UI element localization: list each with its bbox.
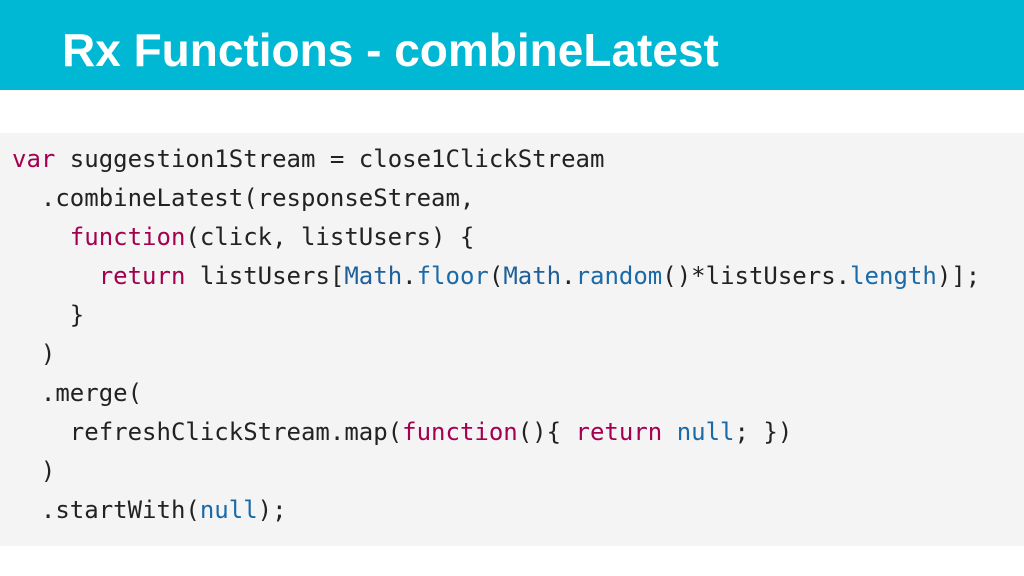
indent [12, 262, 99, 290]
code-text: suggestion1Stream = close1ClickStream [55, 145, 605, 173]
code-line-3: function(click, listUsers) { [12, 218, 475, 256]
keyword-return: return [575, 418, 663, 446]
code-text: .combineLatest(responseStream, [40, 184, 475, 212]
code-line-9: ) [12, 452, 55, 490]
keyword-null: null [199, 496, 258, 524]
code-line-4: return listUsers[Math.floor(Math.random(… [12, 257, 980, 295]
indent [12, 301, 70, 329]
indent [12, 457, 41, 485]
code-line-6: ) [12, 335, 55, 373]
indent [12, 184, 41, 212]
code-line-8: refreshClickStream.map(function(){ retur… [12, 413, 792, 451]
indent [12, 379, 41, 407]
builtin-length: length [850, 262, 937, 290]
code-text: ) [40, 340, 56, 368]
code-text: (click, listUsers) { [185, 223, 475, 251]
builtin-floor: floor [416, 262, 489, 290]
slide-title: Rx Functions - combineLatest [62, 24, 719, 76]
indent [12, 418, 70, 446]
keyword-function: function [69, 223, 186, 251]
code-text [662, 418, 676, 446]
builtin-math: Math [344, 262, 403, 290]
code-block: var suggestion1Stream = close1ClickStrea… [0, 133, 1024, 546]
code-text: . [402, 262, 417, 290]
code-line-1: var suggestion1Stream = close1ClickStrea… [12, 140, 604, 178]
builtin-math: Math [503, 262, 562, 290]
indent [12, 223, 70, 251]
code-text: .startWith( [40, 496, 200, 524]
code-text: .merge( [40, 379, 143, 407]
code-text: ); [257, 496, 287, 524]
keyword-var: var [12, 145, 56, 173]
keyword-function: function [402, 418, 518, 446]
code-text: (){ [517, 418, 576, 446]
keyword-null: null [676, 418, 735, 446]
code-text: ( [488, 262, 504, 290]
keyword-return: return [98, 262, 186, 290]
title-bar: Rx Functions - combineLatest [0, 0, 1024, 90]
code-line-5: } [12, 296, 84, 334]
code-text: ) [40, 457, 56, 485]
code-text: listUsers[ [185, 262, 345, 290]
code-text: ; }) [734, 418, 793, 446]
code-line-2: .combineLatest(responseStream, [12, 179, 474, 217]
code-text: . [561, 262, 576, 290]
indent [12, 340, 41, 368]
code-text: refreshClickStream.map( [69, 418, 403, 446]
code-text: ()*listUsers. [662, 262, 851, 290]
builtin-random: random [575, 262, 663, 290]
indent [12, 496, 41, 524]
code-text: } [69, 301, 85, 329]
code-line-7: .merge( [12, 374, 142, 412]
code-line-10: .startWith(null); [12, 491, 287, 529]
code-text: )]; [936, 262, 981, 290]
